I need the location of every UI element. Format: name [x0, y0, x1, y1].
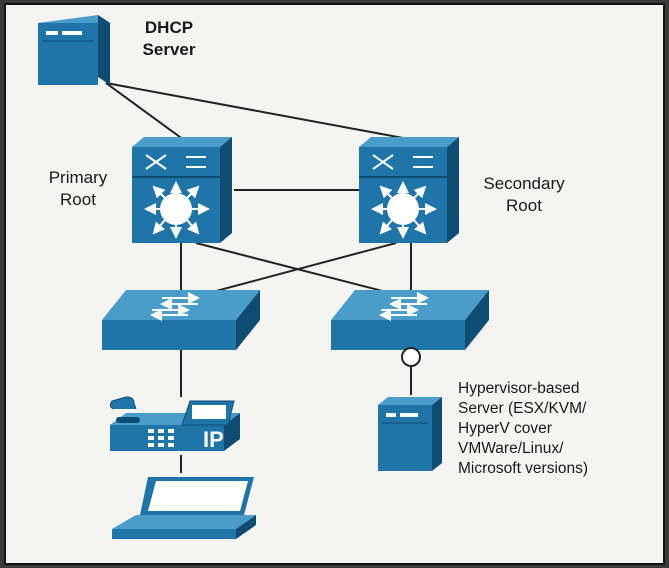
link-dhcp-primary: [105, 82, 185, 141]
network-diagram: IP DHCP Server Primary Root Secondary Ro…: [4, 3, 665, 565]
connection-lines: [105, 82, 415, 473]
dhcp-label-line-1: DHCP: [144, 18, 194, 37]
hypervisor-label-line-2: Server (ESX/KVM/: [458, 400, 587, 417]
workgroup-switch-icon: [331, 290, 489, 350]
dhcp-label-line-2: Server: [142, 40, 196, 59]
primary-label-line-1: Primary: [48, 168, 108, 187]
ip-badge: IP: [203, 427, 224, 452]
hypervisor-label-line-4: VMWare/Linux/: [458, 440, 564, 457]
dhcp-server-label: DHCP Server: [124, 17, 214, 61]
link-dhcp-secondary: [105, 82, 415, 141]
hypervisor-label-line-1: Hypervisor-based: [458, 380, 580, 397]
hypervisor-server-label: Hypervisor-based Server (ESX/KVM/ HyperV…: [458, 379, 658, 479]
ip-phone-icon: IP: [109, 396, 240, 452]
primary-root-label: Primary Root: [28, 167, 128, 211]
workgroup-switch-icon: [102, 290, 260, 350]
server-icon: [38, 15, 110, 85]
multilayer-switch-icon: [359, 137, 459, 243]
link-secondary-switch-a: [200, 242, 397, 296]
multilayer-switch-icon: [132, 137, 232, 243]
hypervisor-label-line-3: HyperV cover: [458, 420, 552, 437]
secondary-label-line-2: Root: [506, 196, 542, 215]
laptop-icon: [112, 477, 256, 539]
primary-label-line-2: Root: [60, 190, 96, 209]
secondary-root-label: Secondary Root: [464, 173, 584, 217]
server-icon: [378, 397, 442, 471]
diagram-graphics: IP: [38, 15, 489, 539]
port-circle-icon: [401, 347, 421, 367]
hypervisor-label-line-5: Microsoft versions): [458, 460, 589, 477]
secondary-label-line-1: Secondary: [483, 174, 565, 193]
